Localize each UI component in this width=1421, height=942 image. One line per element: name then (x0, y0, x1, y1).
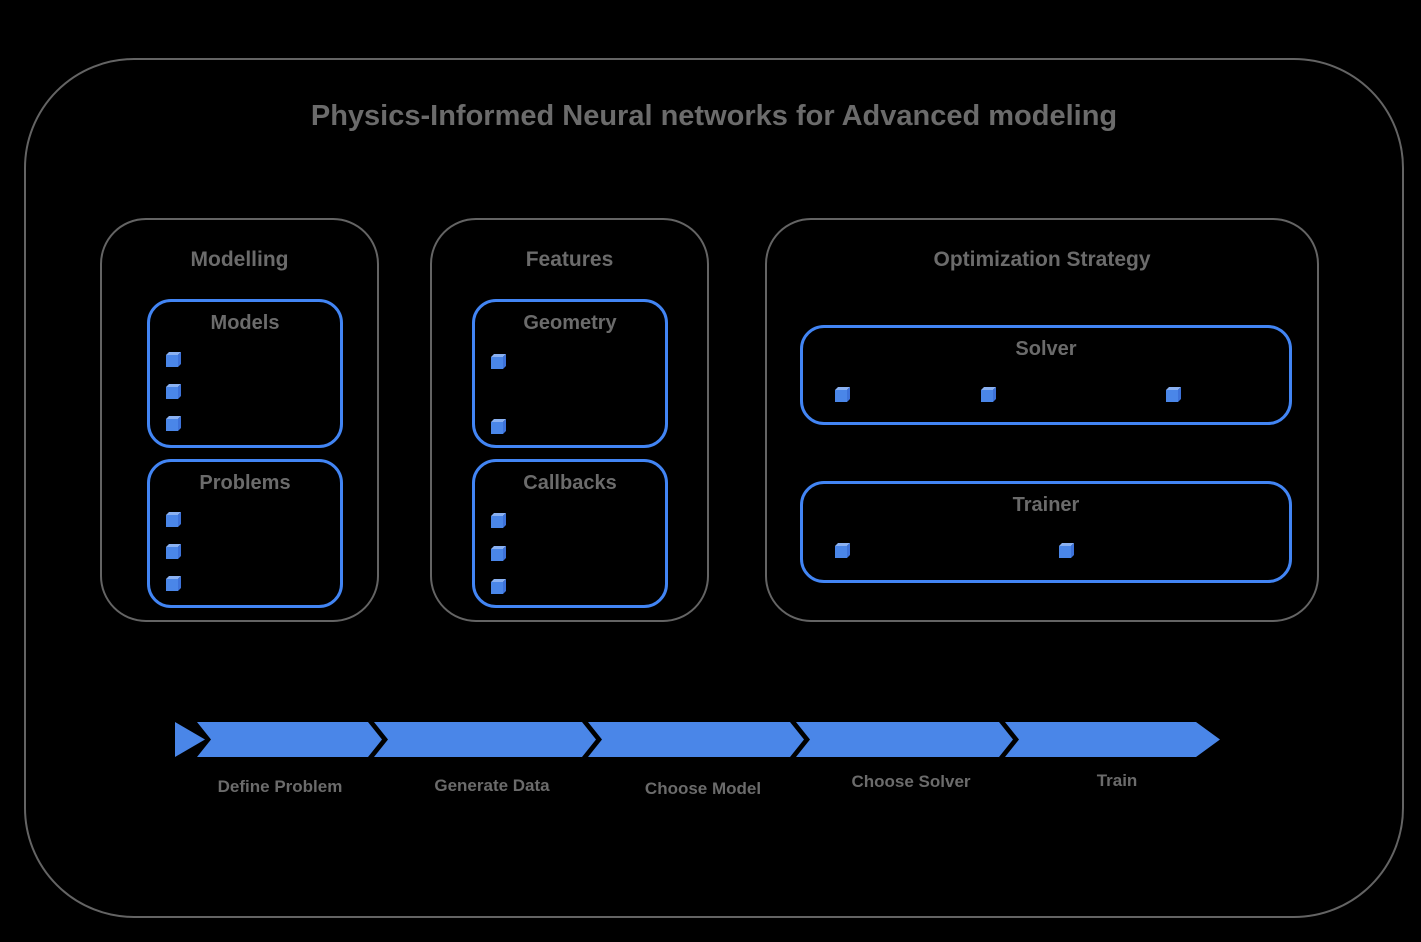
group-modelling: Modelling Models Problems (100, 218, 379, 622)
cube-icon (834, 386, 850, 402)
arrow-start-icon (175, 722, 205, 757)
box-geometry-label: Geometry (523, 312, 617, 334)
cube-icon (165, 383, 181, 399)
cube-icon (980, 386, 996, 402)
group-modelling-label: Modelling (190, 248, 289, 271)
process-arrow-segment (796, 722, 1013, 757)
box-problems: Problems (147, 459, 343, 608)
cube-icon (490, 545, 506, 561)
cube-icon (490, 578, 506, 594)
box-solver-label: Solver (1015, 338, 1077, 360)
box-solver: Solver (800, 325, 1292, 425)
cube-icon (165, 511, 181, 527)
group-features: Features Geometry Callbacks (430, 218, 709, 622)
cube-icon (165, 415, 181, 431)
cube-icon (490, 418, 506, 434)
cube-icon (1058, 542, 1074, 558)
cube-icon (490, 512, 506, 528)
group-features-label: Features (525, 248, 614, 271)
box-callbacks-label: Callbacks (523, 472, 617, 494)
cube-icon (165, 543, 181, 559)
step-label-define-problem: Define Problem (217, 777, 343, 796)
cube-icon (165, 575, 181, 591)
process-arrow-segment (588, 722, 804, 757)
cube-icon (165, 351, 181, 367)
process-flow-arrow: Define Problem Generate Data Choose Mode… (175, 722, 1220, 822)
box-callbacks: Callbacks (472, 459, 668, 608)
cube-icon (490, 353, 506, 369)
step-label-train: Train (1096, 771, 1138, 790)
diagram-title: Physics-Informed Neural networks for Adv… (310, 100, 1118, 132)
process-arrow-segment (374, 722, 596, 757)
step-label-choose-model: Choose Model (644, 779, 762, 798)
cube-icon (1165, 386, 1181, 402)
step-label-generate-data: Generate Data (434, 776, 550, 795)
box-models-label: Models (210, 312, 280, 334)
process-arrow-segment (197, 722, 382, 757)
cube-icon (834, 542, 850, 558)
process-arrow-segment (1005, 722, 1220, 757)
box-trainer: Trainer (800, 481, 1292, 583)
box-models: Models (147, 299, 343, 448)
group-optimization-strategy-label: Optimization Strategy (933, 248, 1151, 271)
box-geometry: Geometry (472, 299, 668, 448)
box-trainer-label: Trainer (1012, 494, 1080, 516)
group-optimization-strategy: Optimization Strategy Solver Trainer (765, 218, 1319, 622)
box-problems-label: Problems (199, 472, 291, 494)
step-label-choose-solver: Choose Solver (851, 772, 971, 791)
diagram-outer-frame (24, 58, 1404, 918)
